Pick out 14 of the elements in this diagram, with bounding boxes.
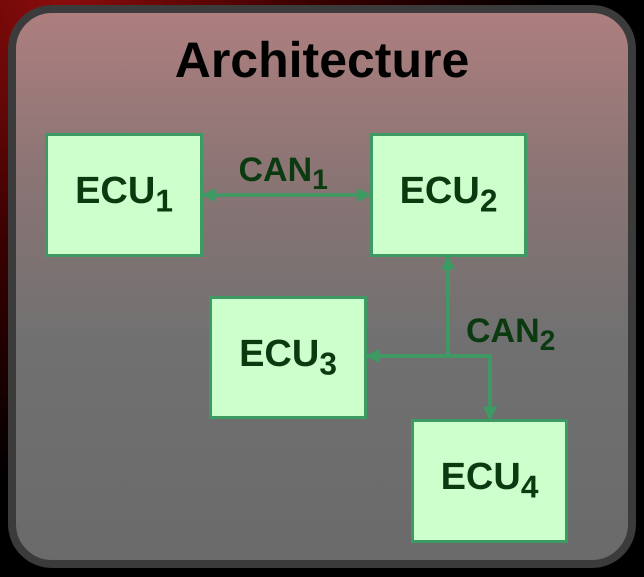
connector-arrow [366, 349, 497, 420]
connector-arrow [202, 188, 372, 202]
edge-label: CAN$_{1}$ [238, 151, 328, 197]
panel [8, 5, 636, 568]
bus-label: CAN$_{2}$ [466, 312, 556, 358]
ecu-label: ECU$_{3}$ [239, 332, 337, 382]
ecu-box [370, 133, 527, 257]
title: Architecture [174, 31, 470, 89]
ecu-label: ECU$_{4}$ [440, 456, 538, 506]
ecu-box [411, 419, 568, 543]
ecu-label: ECU$_{1}$ [75, 170, 173, 220]
ecu-label: ECU$_{2}$ [400, 170, 498, 220]
ecu-box [209, 296, 367, 419]
ecu-box [45, 133, 203, 257]
